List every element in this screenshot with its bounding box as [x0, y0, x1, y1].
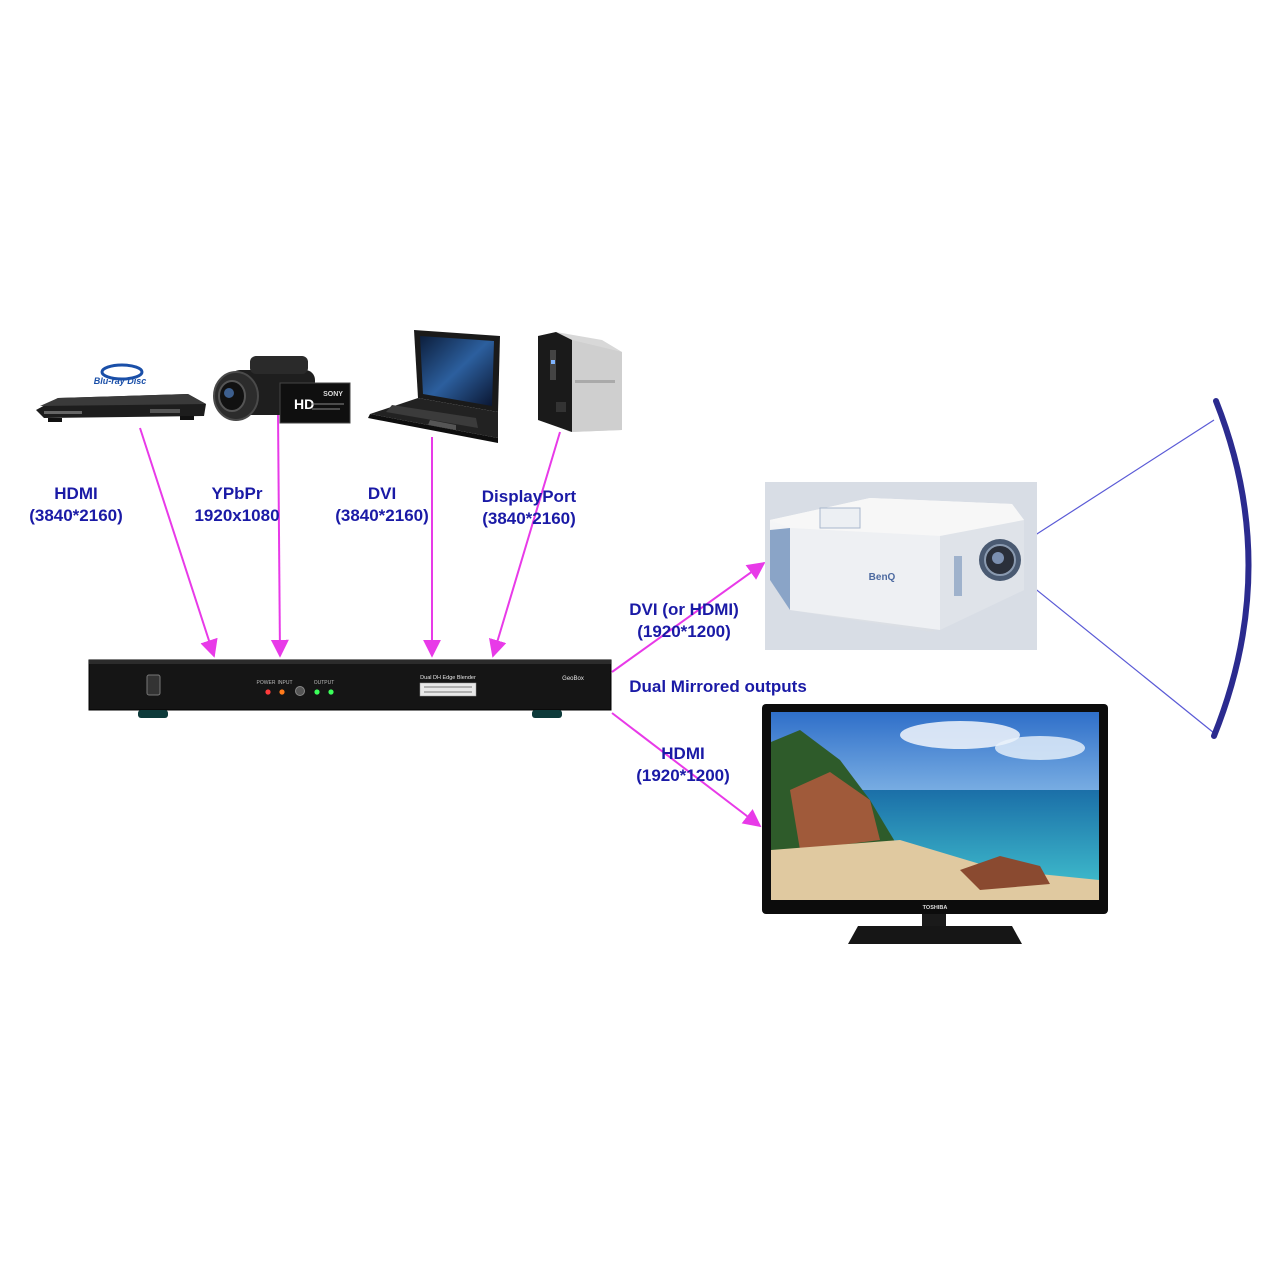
- label-projector-output: DVI (or HDMI) (1920*1200): [614, 599, 754, 643]
- input-arrows: [139, 411, 561, 658]
- arrow-ypbpr-input: [270, 411, 289, 658]
- arrow-displayport-input: [489, 431, 561, 658]
- label-tv-output: HDMI (1920*1200): [626, 743, 740, 787]
- desktop-tower-icon: [538, 332, 622, 432]
- camcorder-hd-badge: HD: [294, 396, 314, 412]
- power-led: [265, 689, 271, 695]
- label-ypbpr-input-resolution: 1920x1080: [194, 506, 280, 525]
- main-unit-brand: GeoBox: [562, 676, 584, 682]
- main-unit: POWER INPUT OUTPUT Dual DH Edge Blender …: [88, 659, 612, 718]
- power-indicator-label: POWER: [257, 680, 276, 686]
- camcorder-icon: HD SONY: [213, 356, 351, 424]
- label-displayport-input-name: DisplayPort: [481, 487, 577, 506]
- dual-mirrored-outputs-text: Dual Mirrored outputs: [629, 677, 807, 696]
- label-dvi-input-name: DVI: [367, 484, 397, 503]
- output-led-1: [314, 689, 320, 695]
- camcorder-brand-text: SONY: [323, 391, 343, 398]
- label-hdmi-input-resolution: (3840*2160): [29, 506, 123, 525]
- label-displayport-input: DisplayPort (3840*2160): [470, 486, 588, 530]
- bluray-brand-text: Blu-ray Disc: [94, 376, 147, 386]
- projector-brand-text: BenQ: [869, 572, 896, 583]
- label-dual-mirrored-outputs: Dual Mirrored outputs: [620, 676, 816, 698]
- arrow-projector-output: [611, 561, 766, 673]
- label-displayport-input-resolution: (3840*2160): [482, 509, 576, 528]
- arrow-hdmi-input: [139, 427, 218, 658]
- projection-screen: [1211, 398, 1252, 739]
- label-hdmi-input-name: HDMI: [54, 484, 98, 503]
- label-ypbpr-input-name: YPbPr: [211, 484, 263, 503]
- label-dvi-input-resolution: (3840*2160): [335, 506, 429, 525]
- input-indicator-label: INPUT: [278, 680, 293, 686]
- input-button: [295, 686, 305, 696]
- tv-brand-text: TOSHIBA: [923, 905, 948, 911]
- label-ypbpr-input: YPbPr 1920x1080: [183, 483, 291, 527]
- label-tv-output-resolution: (1920*1200): [636, 766, 730, 785]
- output-arrows: [611, 561, 766, 828]
- projector-image: BenQ: [765, 482, 1037, 650]
- projection-beam: [1011, 419, 1215, 734]
- output-indicator-label: OUTPUT: [314, 680, 335, 686]
- label-projector-output-name: DVI (or HDMI): [629, 600, 739, 619]
- label-dvi-input: DVI (3840*2160): [326, 483, 438, 527]
- main-unit-model: Dual DH Edge Blender: [420, 675, 476, 681]
- power-switch: [146, 674, 161, 696]
- label-projector-output-resolution: (1920*1200): [637, 622, 731, 641]
- label-hdmi-input: HDMI (3840*2160): [20, 483, 132, 527]
- arrow-tv-output: [611, 712, 762, 828]
- laptop-icon: [368, 330, 500, 443]
- input-led: [279, 689, 285, 695]
- label-tv-output-name: HDMI: [661, 744, 705, 763]
- bluray-player-icon: Blu-ray Disc: [36, 363, 206, 422]
- output-led-2: [328, 689, 334, 695]
- tv-image: TOSHIBA: [762, 704, 1108, 944]
